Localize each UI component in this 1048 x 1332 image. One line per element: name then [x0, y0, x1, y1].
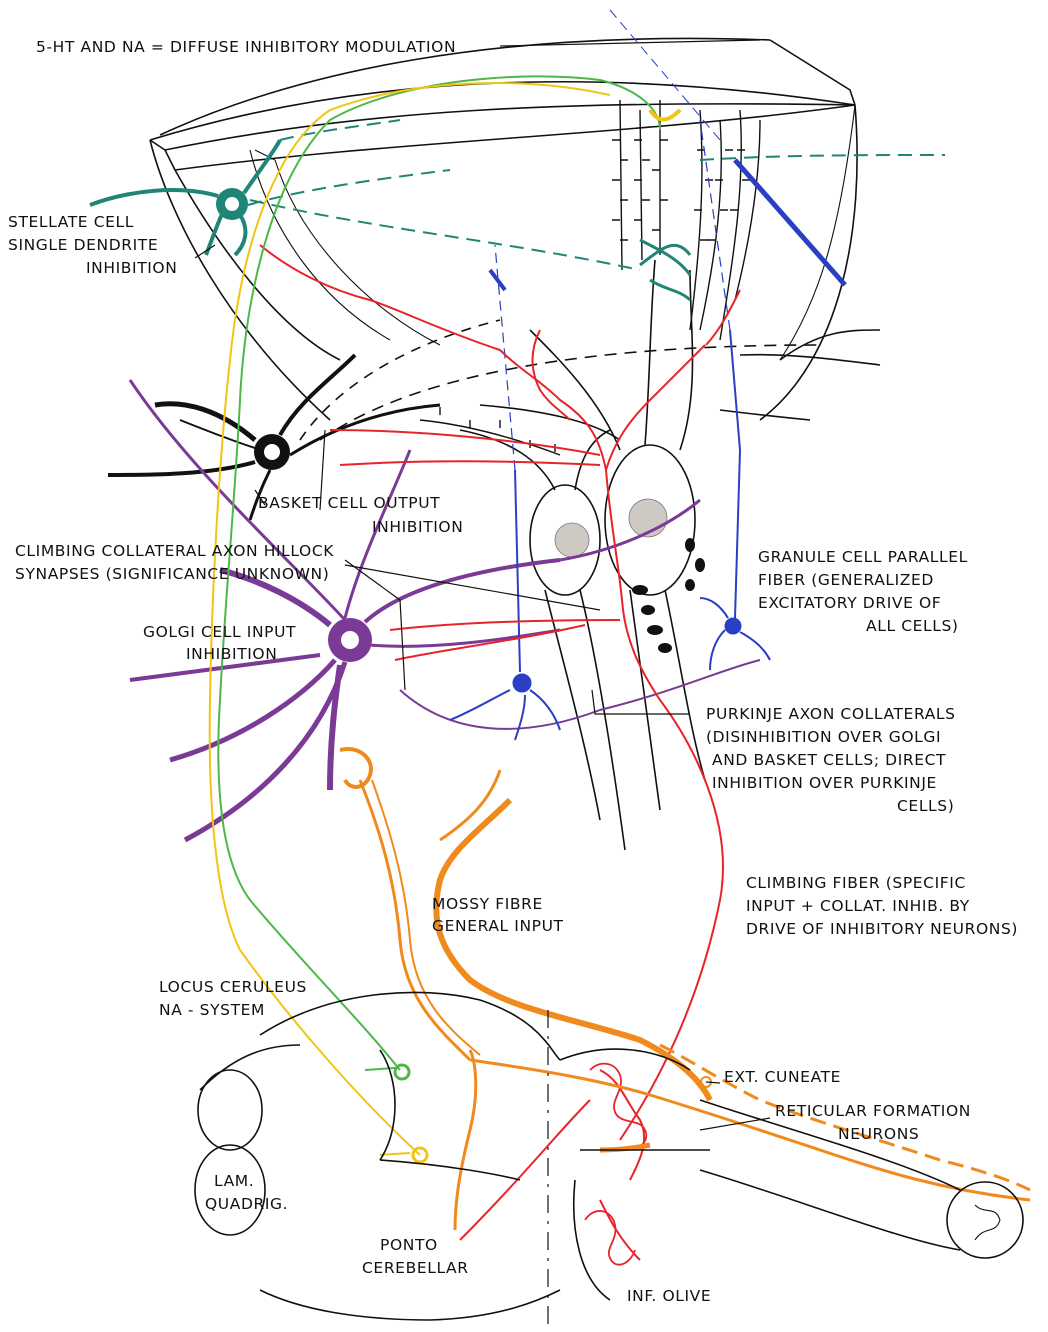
leader-lines [194, 39, 771, 1131]
mossy-label-line2: GENERAL INPUT [432, 917, 564, 935]
purkinje-axon-label-line4: INHIBITION OVER PURKINJE [712, 774, 937, 792]
inf-olive-label: INF. OLIVE [627, 1287, 712, 1305]
diagram-title: 5-HT AND NA = DIFFUSE INHIBITORY MODULAT… [36, 38, 457, 56]
granule-label-line4: ALL CELLS) [866, 617, 959, 635]
basket-axon-terminals [632, 538, 705, 653]
stellate-cell [89, 119, 946, 302]
granule-label-line1: GRANULE CELL PARALLEL [758, 548, 968, 566]
lam-quadrig-label-line2: QUADRIG. [205, 1195, 289, 1213]
stellate-label-line3: INHIBITION [86, 259, 178, 277]
purkinje-dendritic-tree [419, 99, 761, 456]
purkinje-cell-right [479, 259, 706, 811]
serotonin-raphe-fiber [208, 82, 682, 1164]
granule-cell-right [699, 119, 771, 671]
reticular-label-line1: RETICULAR FORMATION [775, 1102, 971, 1120]
lam-quadrig-label-line1: LAM. [214, 1172, 255, 1190]
brainstem-outline [194, 991, 1024, 1325]
mossy-label-line1: MOSSY FIBRE [432, 895, 543, 913]
locus-label-line1: LOCUS CERULEUS [159, 978, 307, 996]
purkinje-axon-label-line1: PURKINJE AXON COLLATERALS [706, 705, 956, 723]
mossy-fibre [339, 747, 1031, 1231]
climbing-fiber-label-line1: CLIMBING FIBER (SPECIFIC [746, 874, 966, 892]
basket-cell [107, 319, 501, 521]
granule-label-line2: FIBER (GENERALIZED [758, 571, 934, 589]
stellate-label-line2: SINGLE DENDRITE [8, 236, 159, 254]
olive-red-folds [584, 1062, 648, 1266]
purkinje-axon-label-line3: AND BASKET CELLS; DIRECT [712, 751, 947, 769]
basket-label-line1: BASKET CELL OUTPUT [258, 494, 441, 512]
ponto-cerebellar-label-line2: CEREBELLAR [362, 1259, 469, 1277]
climbing-fiber-label-line2: INPUT + COLLAT. INHIB. BY [746, 897, 970, 915]
purkinje-cell-left [459, 429, 626, 851]
golgi-label-line2: INHIBITION [186, 645, 278, 663]
reticular-label-line2: NEURONS [838, 1125, 920, 1143]
purkinje-axon-label-line5: CELLS) [897, 797, 955, 815]
granule-cell-left [449, 244, 561, 741]
purkinje-axon-label-line2: (DISINHIBITION OVER GOLGI [706, 728, 942, 746]
parallel-fiber [488, 9, 847, 292]
climbing-collateral-label-line2: SYNAPSES (SIGNIFICANCE UNKNOWN) [15, 565, 330, 583]
ext-cuneate-label: EXT. CUNEATE [724, 1068, 842, 1086]
granule-label-line3: EXCITATORY DRIVE OF [758, 594, 942, 612]
ponto-cerebellar-label-line1: PONTO [380, 1236, 438, 1254]
golgi-label-line1: GOLGI CELL INPUT [143, 623, 297, 641]
locus-label-line2: NA - SYSTEM [159, 1001, 266, 1019]
climbing-collateral-label-line1: CLIMBING COLLATERAL AXON HILLOCK [15, 542, 335, 560]
basket-label-line2: INHIBITION [372, 518, 464, 536]
climbing-fiber-label-line3: DRIVE OF INHIBITORY NEURONS) [746, 920, 1019, 938]
stellate-label-line1: STELLATE CELL [8, 213, 135, 231]
